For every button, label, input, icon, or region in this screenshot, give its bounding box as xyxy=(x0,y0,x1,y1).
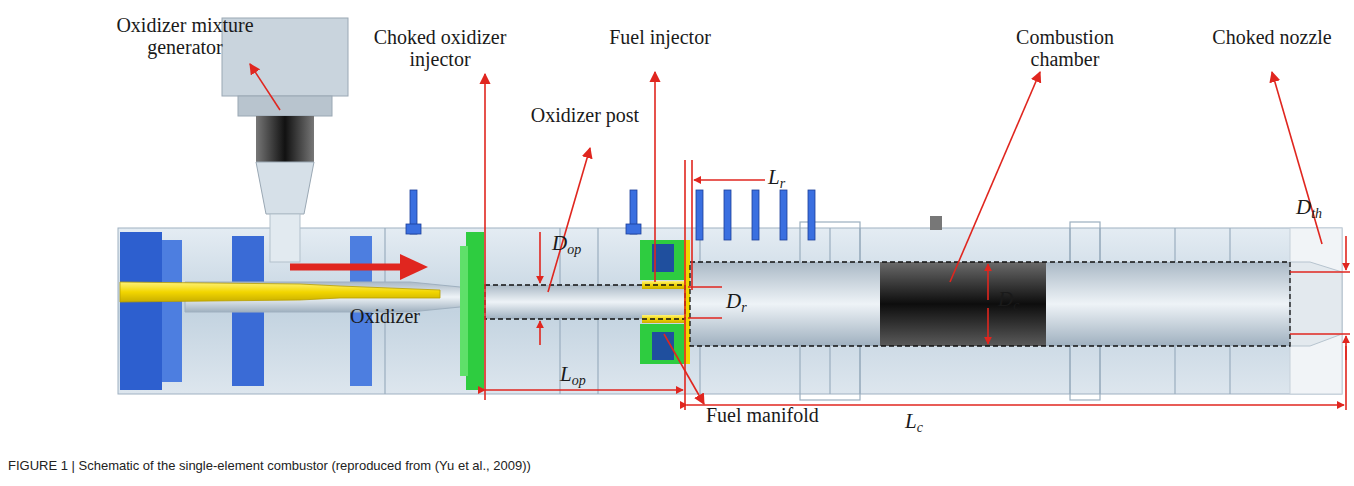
part-label: Oxidizer mixture generator xyxy=(110,14,260,58)
part-label: Oxidizer post xyxy=(530,104,640,126)
dimension-label: Dop xyxy=(552,232,581,254)
figure-caption: FIGURE 1 | Schematic of the single-eleme… xyxy=(8,458,531,473)
dimension-label: Lr xyxy=(768,166,785,188)
part-label: Choked oxidizer injector xyxy=(370,26,510,70)
dimension-label: Lop xyxy=(560,363,586,385)
dimension-label: Dc xyxy=(998,288,1019,310)
part-label: Combustion chamber xyxy=(985,26,1145,70)
dimension-label: Dth xyxy=(1296,196,1322,218)
part-label: Choked nozzle xyxy=(1212,26,1332,48)
part-label: Fuel manifold xyxy=(706,404,856,426)
dimension-label: Dr xyxy=(726,290,747,312)
part-label: Oxidizer xyxy=(350,305,450,327)
part-label: Fuel injector xyxy=(605,26,715,48)
dimension-label: Lc xyxy=(905,410,923,432)
